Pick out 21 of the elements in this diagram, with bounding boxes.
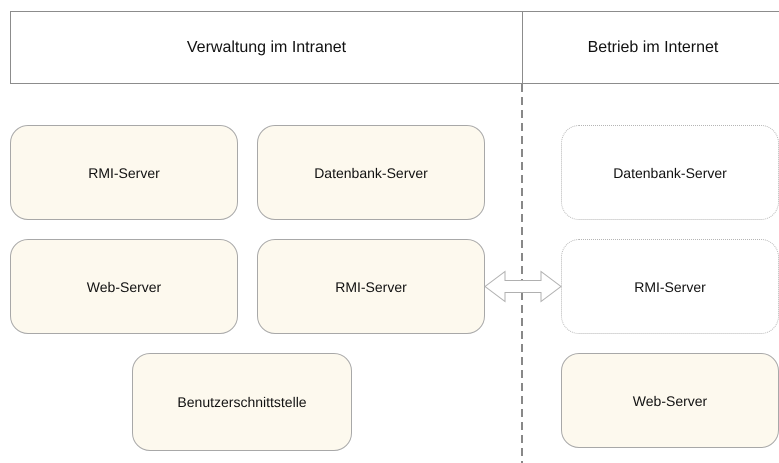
box-label: Datenbank-Server — [314, 164, 428, 180]
box-label: Betrieb im Internet — [588, 38, 718, 56]
server-box — [561, 125, 779, 220]
server-box — [257, 125, 485, 220]
server-box — [561, 353, 779, 448]
box-label: Web-Server — [632, 392, 708, 408]
box-label: Verwaltung im Intranet — [186, 38, 346, 56]
server-box — [10, 125, 238, 220]
box-label: Datenbank-Server — [613, 164, 727, 180]
server-box — [257, 239, 485, 334]
header-cell — [522, 11, 779, 84]
box-label: Web-Server — [86, 278, 162, 294]
server-box — [561, 239, 779, 334]
box-label: RMI-Server — [335, 278, 407, 294]
server-box — [10, 239, 238, 334]
double-arrow — [484, 270, 562, 302]
box-label: RMI-Server — [88, 164, 160, 180]
box-label: RMI-Server — [634, 278, 706, 294]
server-box — [132, 353, 352, 451]
header-cell — [10, 11, 523, 84]
box-label: Benutzerschnittstelle — [177, 394, 307, 410]
